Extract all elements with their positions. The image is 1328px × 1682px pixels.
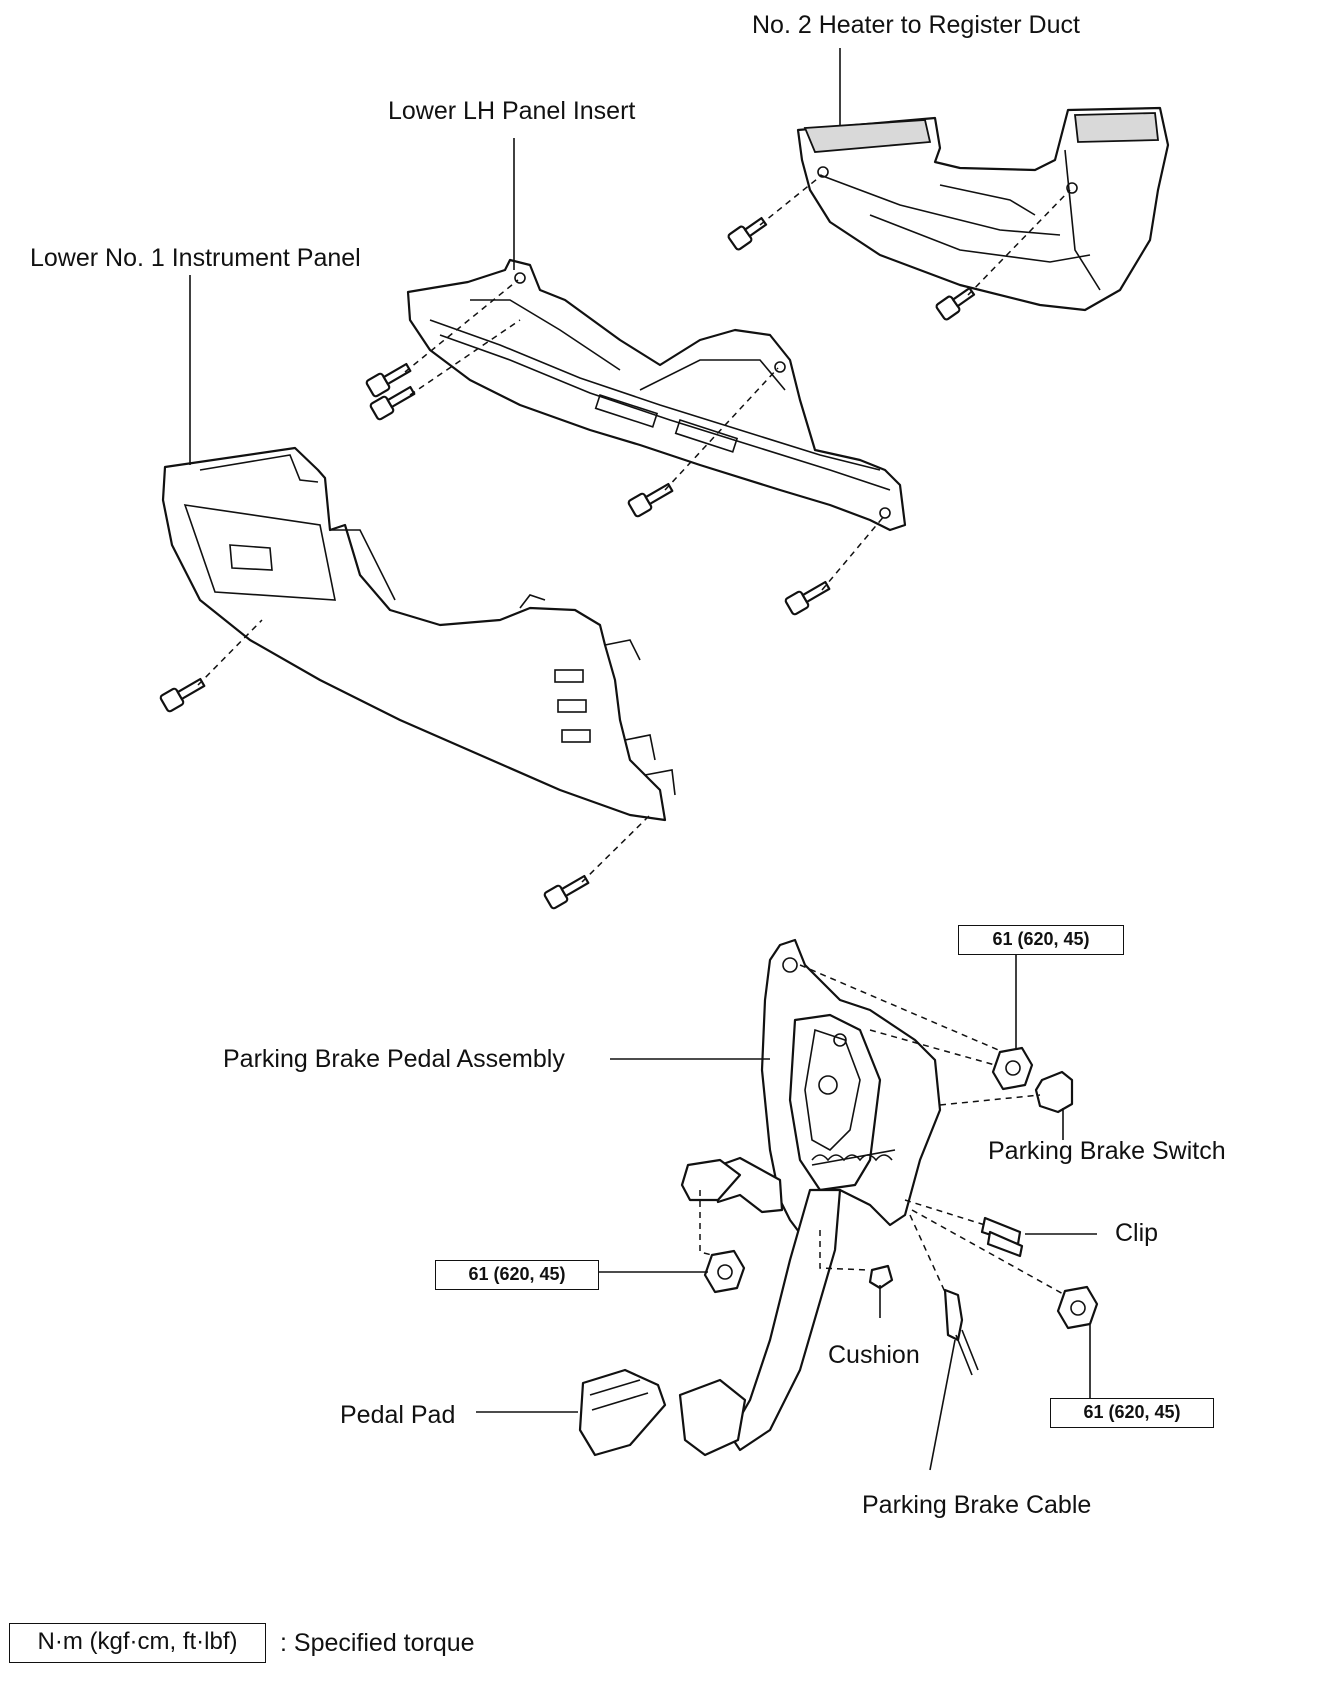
label-pedal-pad: Pedal Pad <box>340 1401 456 1429</box>
torque-box-right: 61 (620, 45) <box>1050 1398 1214 1428</box>
screw-icons <box>159 216 976 910</box>
label-instrument-panel: Lower No. 1 Instrument Panel <box>30 244 361 272</box>
leader-lines <box>189 48 1097 1471</box>
label-cushion: Cushion <box>828 1341 920 1369</box>
lh-panel-insert-part <box>406 258 907 532</box>
label-pedal-assembly: Parking Brake Pedal Assembly <box>223 1045 565 1073</box>
torque-box-top: 61 (620, 45) <box>958 925 1124 955</box>
torque-box-left: 61 (620, 45) <box>435 1260 599 1290</box>
label-heater-duct: No. 2 Heater to Register Duct <box>752 11 1080 39</box>
label-lh-panel-insert: Lower LH Panel Insert <box>388 97 636 125</box>
alignment-lines-top <box>197 174 1071 883</box>
heater-duct-part <box>796 106 1170 312</box>
label-brake-switch: Parking Brake Switch <box>988 1137 1226 1165</box>
pedal-pad-part <box>578 1368 747 1457</box>
alignment-lines-pedal <box>699 964 1066 1296</box>
label-clip: Clip <box>1115 1219 1159 1247</box>
small-parts <box>703 1046 1099 1376</box>
pedal-assembly-part <box>680 938 942 1452</box>
instrument-panel-part <box>161 446 676 822</box>
legend-description: : Specified torque <box>280 1629 475 1657</box>
label-brake-cable: Parking Brake Cable <box>862 1491 1092 1519</box>
legend-unit-box: N·m (kgf·cm, ft·lbf) <box>9 1623 266 1663</box>
